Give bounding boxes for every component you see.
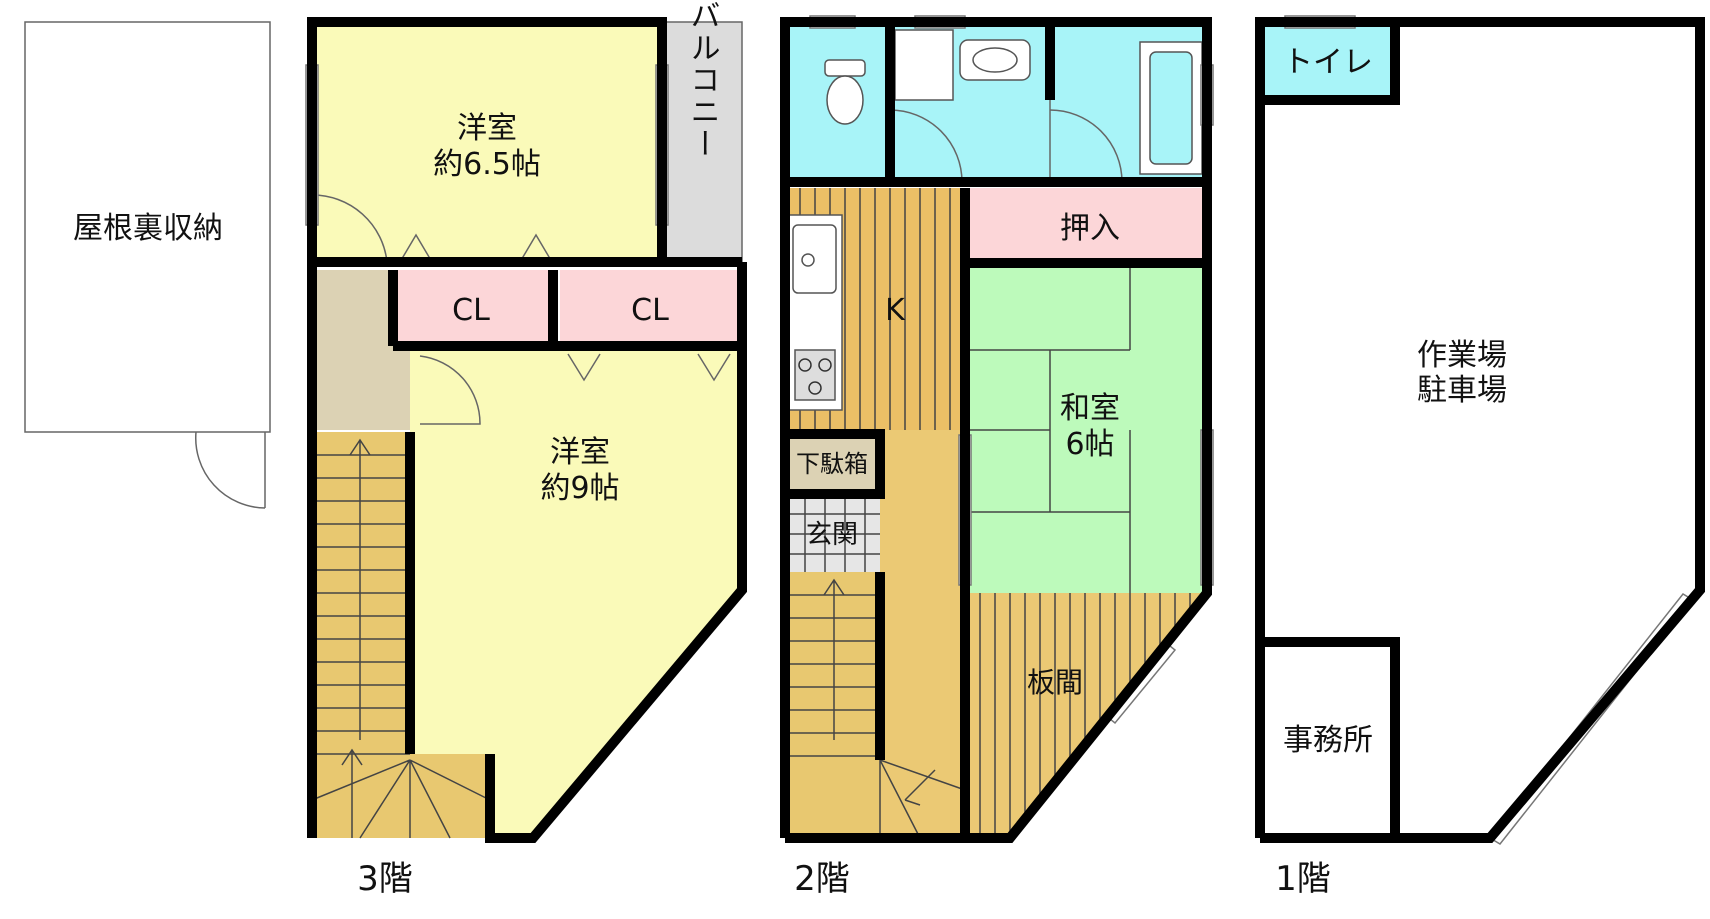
attic-storage [24,21,271,433]
itama [965,593,1207,838]
closet-2-doors [567,353,731,382]
floor-1: トイレ 作業場 駐車場 事務所 1階 [1255,15,1705,899]
room-western-9 [410,346,742,838]
stairs-3f [312,432,410,838]
shower-tray [894,29,954,101]
closet-1-label: CL [452,293,490,328]
walls-3f [307,17,747,843]
washitsu-name: 和室 [1060,391,1120,426]
room1-name: 洋室 [457,111,517,146]
corridor [880,430,965,838]
room1-size: 約6.5帖 [433,147,541,182]
workshop-line2: 駐車場 [1417,373,1507,408]
stair-treads-2f [785,578,966,839]
door-3f-room1 [311,194,388,263]
kitchen-label: K [885,293,906,328]
workshop-line1: 作業場 [1417,338,1507,373]
closet-2 [560,270,742,346]
stove-icon [794,349,836,401]
walls-2f [780,17,1212,843]
floor-2-label: 2階 [794,859,850,899]
toilet-1f [1260,22,1395,100]
toilet-1f-label: トイレ [1283,45,1373,80]
floor-2: K 押入 和室 6帖 下駄箱 玄関 板間 2階 [780,15,1214,899]
washbasin-icon [959,39,1031,81]
stairs-2f [785,572,880,838]
walls-1f [1255,17,1705,843]
stair-treads-3f [311,438,491,839]
entrance-label: 玄関 [806,520,858,550]
attic-label: 屋根裏収納 [73,211,223,246]
room2-name: 洋室 [550,435,610,470]
entrance-tiles [785,494,880,572]
door-wet-2 [1049,109,1123,183]
entrance [785,494,880,572]
itama-flooring [979,593,1191,838]
washitsu [965,263,1207,593]
attic-door [194,431,266,509]
stairs-3f-landing [410,754,490,838]
office-label: 事務所 [1283,723,1373,758]
balcony-label: バルコニー [685,0,720,160]
closet-2-label: CL [631,293,669,328]
washitsu-size: 6帖 [1065,427,1114,462]
floor-3: 屋根裏収納 洋室 約6.5帖 バルコニ [24,0,747,899]
shoebox [785,434,880,494]
bathtub-icon [1139,41,1203,175]
closet-1-doors [399,233,553,263]
floor-1-label: 1階 [1275,859,1331,899]
room2-size: 約9帖 [540,471,619,506]
door-3f-room2 [419,355,481,425]
shoebox-label: 下駄箱 [796,450,868,478]
oshiire-label: 押入 [1060,211,1120,246]
balcony [661,21,743,263]
floor-3-label: 3階 [357,859,413,899]
toilet-icon [824,59,866,125]
tatami-lines [965,263,1131,593]
oshiire [965,188,1207,263]
closet-1 [393,270,553,346]
kitchen-sink-icon [792,224,837,294]
itama-label: 板間 [1027,666,1083,699]
